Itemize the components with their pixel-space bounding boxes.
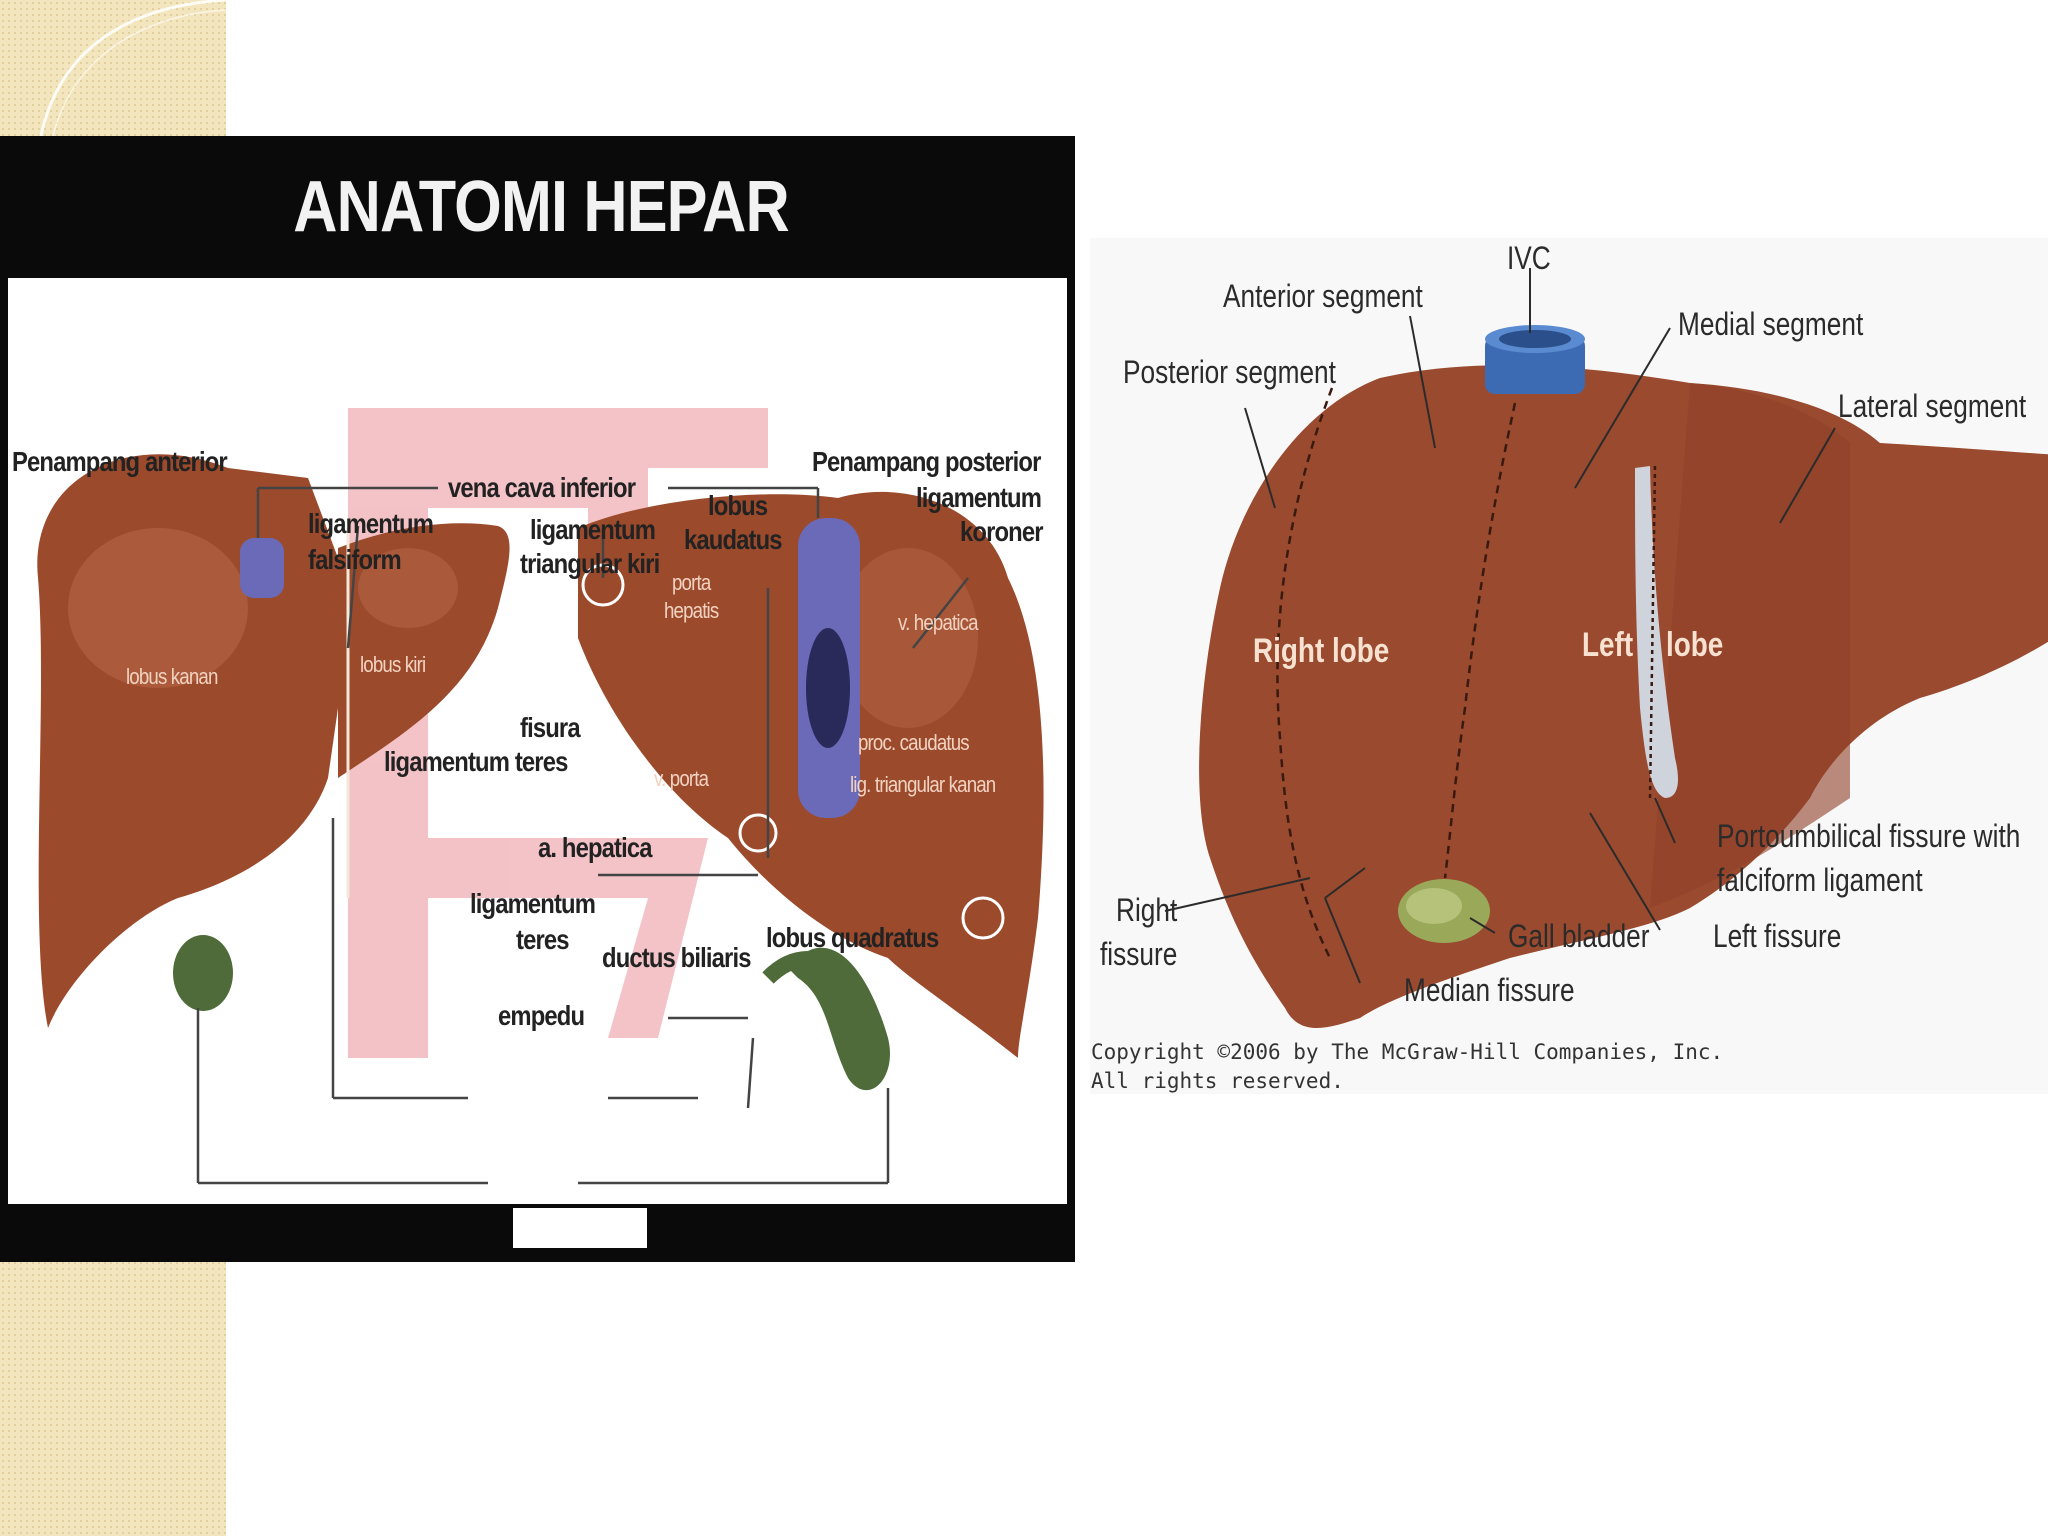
label-gall-bladder: Gall bladder [1508,918,1650,954]
label-ligamentum-triangular-kiri-2: triangular kiri [520,548,660,579]
label-left-fissure: Left fissure [1713,918,1842,954]
label-right-lobe: Right lobe [1253,632,1390,670]
label-portoumbilical-1: Portoumbilical fissure with [1717,818,2021,854]
liver-segments-illustration [1164,268,2048,1028]
label-empedu: empedu [498,1000,585,1031]
label-ivc: IVC [1507,240,1551,276]
label-median-fissure: Median fissure [1404,972,1575,1008]
label-porta-hepatis-2: hepatis [664,598,719,623]
posterior-gallbladder [788,947,890,1091]
copyright-line-1: Copyright ©2006 by The McGraw-Hill Compa… [1091,1040,1724,1064]
label-lobus-kanan: lobus kanan [126,664,218,689]
label-ligamentum-teres-2: teres [516,924,569,955]
label-lobus-kiri: lobus kiri [360,652,426,677]
label-ligamentum-triangular-kiri-1: ligamentum [530,514,656,545]
label-ligamentum-teres-1: ligamentum [470,888,596,919]
label-right-fissure-2: fissure [1100,936,1178,972]
label-medial-segment: Medial segment [1678,306,1864,342]
label-lateral-segment: Lateral segment [1838,388,2027,424]
figure-body: Penampang anterior Penampang posterior v… [8,278,1067,1204]
label-anterior-segment: Anterior segment [1223,278,1423,314]
label-fisura-2: ligamentum teres [384,746,568,777]
label-ligamentum-koroner-1: ligamentum [916,482,1042,513]
anterior-ivc [240,538,284,598]
label-ligamentum-falsiform-1: ligamentum [308,508,434,539]
figure-title: ANATOMI HEPAR [293,167,789,247]
label-lig-triangular-kanan: lig. triangular kanan [850,772,996,797]
sidebar-swoosh [38,0,226,140]
falciform-ligament [1635,466,1678,798]
label-v-porta: v. porta [654,766,709,791]
label-v-hepatica: v. hepatica [898,610,979,635]
label-ligamentum-koroner-2: koroner [960,516,1044,547]
label-portoumbilical-2: falciform ligament [1717,862,1923,898]
watermark-logo [348,408,768,1058]
label-penampang-posterior: Penampang posterior [812,446,1041,477]
liver-segments-figure: IVC Anterior segment Medial segment Post… [1090,238,2048,1094]
label-fisura-1: fisura [520,712,581,743]
label-ductus-biliaris: ductus biliaris [602,942,751,973]
label-ligamentum-falsiform-2: falsiform [308,544,402,575]
liver-illustration [37,408,1044,1185]
label-lobus-kaudatus-2: kaudatus [684,524,783,555]
label-proc-caudatus: proc. caudatus [858,730,970,755]
label-penampang-anterior: Penampang anterior [12,446,228,477]
copyright-line-2: All rights reserved. [1091,1069,1344,1093]
anterior-gallbladder [173,935,233,1011]
label-right-fissure-1: Right [1116,892,1178,928]
label-posterior-segment: Posterior segment [1123,354,1336,390]
label-a-hepatica: a. hepatica [538,832,653,863]
label-vena-cava-inferior: vena cava inferior [448,472,636,503]
anatomi-hepar-figure: ANATOMI HEPAR [0,136,1075,1262]
label-lobus-quadratus: lobus quadratus [766,922,939,953]
label-left-lobe-1: Left [1582,626,1634,664]
label-porta-hepatis-1: porta [672,570,711,595]
label-lobus-kaudatus-1: lobus [708,490,768,521]
ivc-vessel [1485,325,1585,394]
label-left-lobe-2: lobe [1666,626,1724,664]
publisher-logo [513,1208,647,1248]
